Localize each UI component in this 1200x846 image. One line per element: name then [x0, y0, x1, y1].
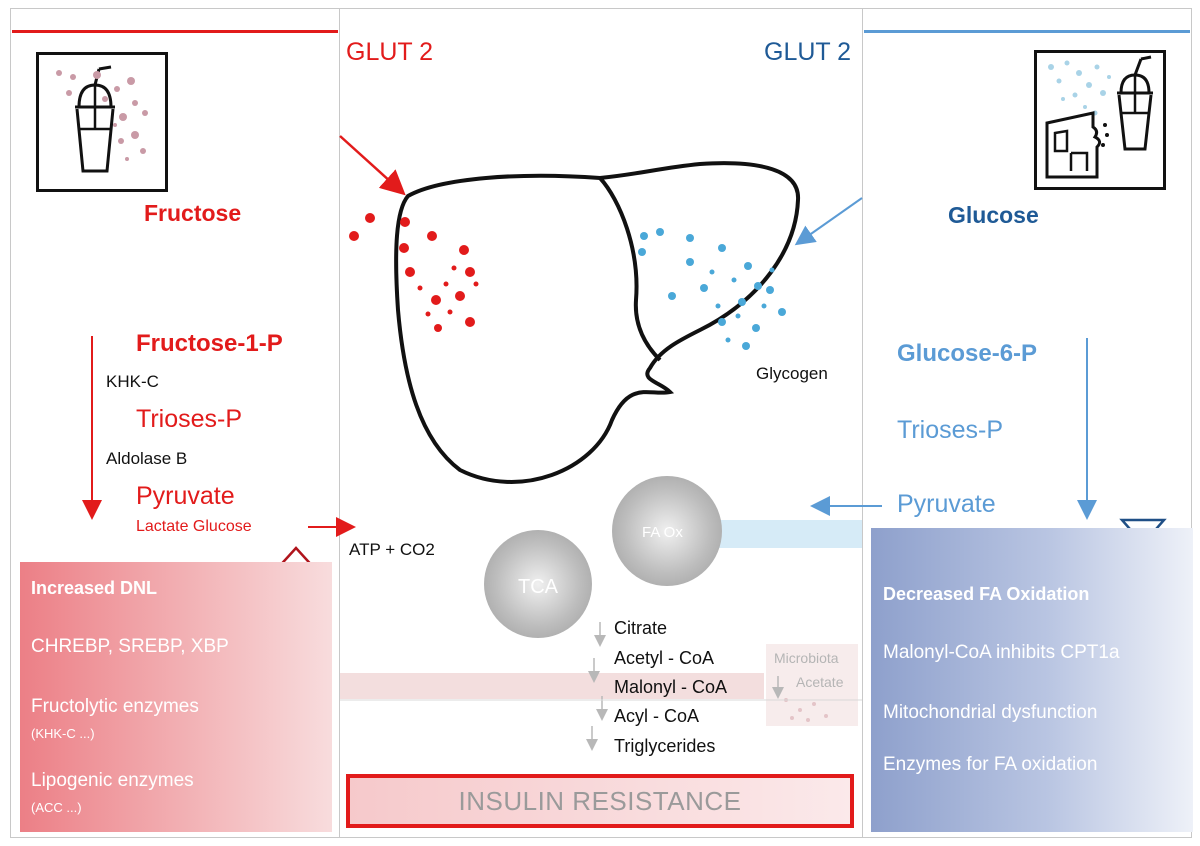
lactate-glucose-label: Lactate Glucose	[136, 518, 252, 535]
fa-box-mitochondrial: Mitochondrial dysfunction	[883, 702, 1098, 723]
dnl-note-khk: (KHK-C ...)	[31, 726, 95, 741]
khk-c-label: KHK-C	[106, 372, 159, 391]
acetate-label: Acetate	[796, 674, 844, 690]
glucose-glut-arrow	[794, 197, 863, 246]
glucose-pyruvate-label: Pyruvate	[897, 490, 996, 518]
microbiota-label: Microbiota	[774, 650, 839, 666]
glucose-title: Glucose	[948, 202, 1039, 228]
pathway-acetyl-coa: Acetyl - CoA	[614, 648, 715, 668]
fructose-trioses-p-label: Trioses-P	[136, 405, 243, 433]
fa-box-malonyl: Malonyl-CoA inhibits CPT1a	[883, 642, 1120, 663]
dnl-line-transcription: CHREBP, SREBP, XBP	[31, 636, 229, 657]
fructose-1-p-label: Fructose-1-P	[136, 330, 283, 357]
fa-box-enzymes: Enzymes for FA oxidation	[883, 754, 1098, 775]
glycogen-label: Glycogen	[756, 364, 828, 383]
dnl-line-lipogenic: Lipogenic enzymes	[31, 770, 194, 791]
pathway-malonyl-coa: Malonyl - CoA	[614, 677, 728, 697]
pathway-citrate: Citrate	[614, 618, 668, 638]
aldolase-b-label: Aldolase B	[106, 449, 188, 468]
fructose-glut-arrow	[339, 135, 406, 196]
decreased-fa-oxidation-box: Decreased FA Oxidation Malonyl-CoA inhib…	[871, 528, 1193, 832]
dnl-line-fructolytic: Fructolytic enzymes	[31, 696, 199, 717]
insulin-resistance-box: INSULIN RESISTANCE	[346, 774, 854, 828]
microbiota-dots	[784, 698, 828, 722]
pathway-acyl-coa: Acyl - CoA	[614, 706, 700, 726]
sugary-drink-icon	[36, 52, 168, 192]
increased-dnl-box: Increased DNL CHREBP, SREBP, XBP Fructol…	[20, 562, 332, 832]
figure-frame	[10, 8, 1192, 838]
fructose-dots	[349, 213, 479, 332]
glucose-top-rule	[864, 30, 1190, 33]
glucose-6-p-label: Glucose-6-P	[897, 340, 1038, 367]
tca-cycle-circle	[484, 530, 592, 638]
food-and-drink-icon	[1034, 50, 1166, 190]
liver-outline	[394, 161, 801, 484]
fa-ox-label: FA Ox	[642, 524, 683, 541]
fructose-glut-label: GLUT 2	[346, 38, 434, 66]
glucose-trioses-p-label: Trioses-P	[897, 416, 1004, 444]
insulin-resistance-label: INSULIN RESISTANCE	[458, 785, 742, 816]
fructose-pyruvate-label: Pyruvate	[136, 482, 235, 510]
left-divider	[339, 8, 340, 838]
glucose-dots	[638, 228, 786, 350]
microbiota-box	[766, 644, 858, 726]
dnl-note-acc: (ACC ...)	[31, 800, 82, 815]
fructose-title: Fructose	[144, 200, 242, 226]
fa-box-title: Decreased FA Oxidation	[883, 584, 1090, 604]
malonyl-band	[340, 673, 764, 699]
fructose-top-rule	[12, 30, 338, 33]
atp-co2-label: ATP + CO2	[349, 540, 435, 559]
right-divider	[862, 8, 863, 838]
fa-ox-circle	[612, 476, 722, 586]
pathway-triglycerides: Triglycerides	[614, 736, 716, 756]
tca-label: TCA	[518, 576, 558, 598]
glucose-glut-label: GLUT 2	[764, 38, 852, 66]
dnl-title: Increased DNL	[31, 578, 158, 598]
